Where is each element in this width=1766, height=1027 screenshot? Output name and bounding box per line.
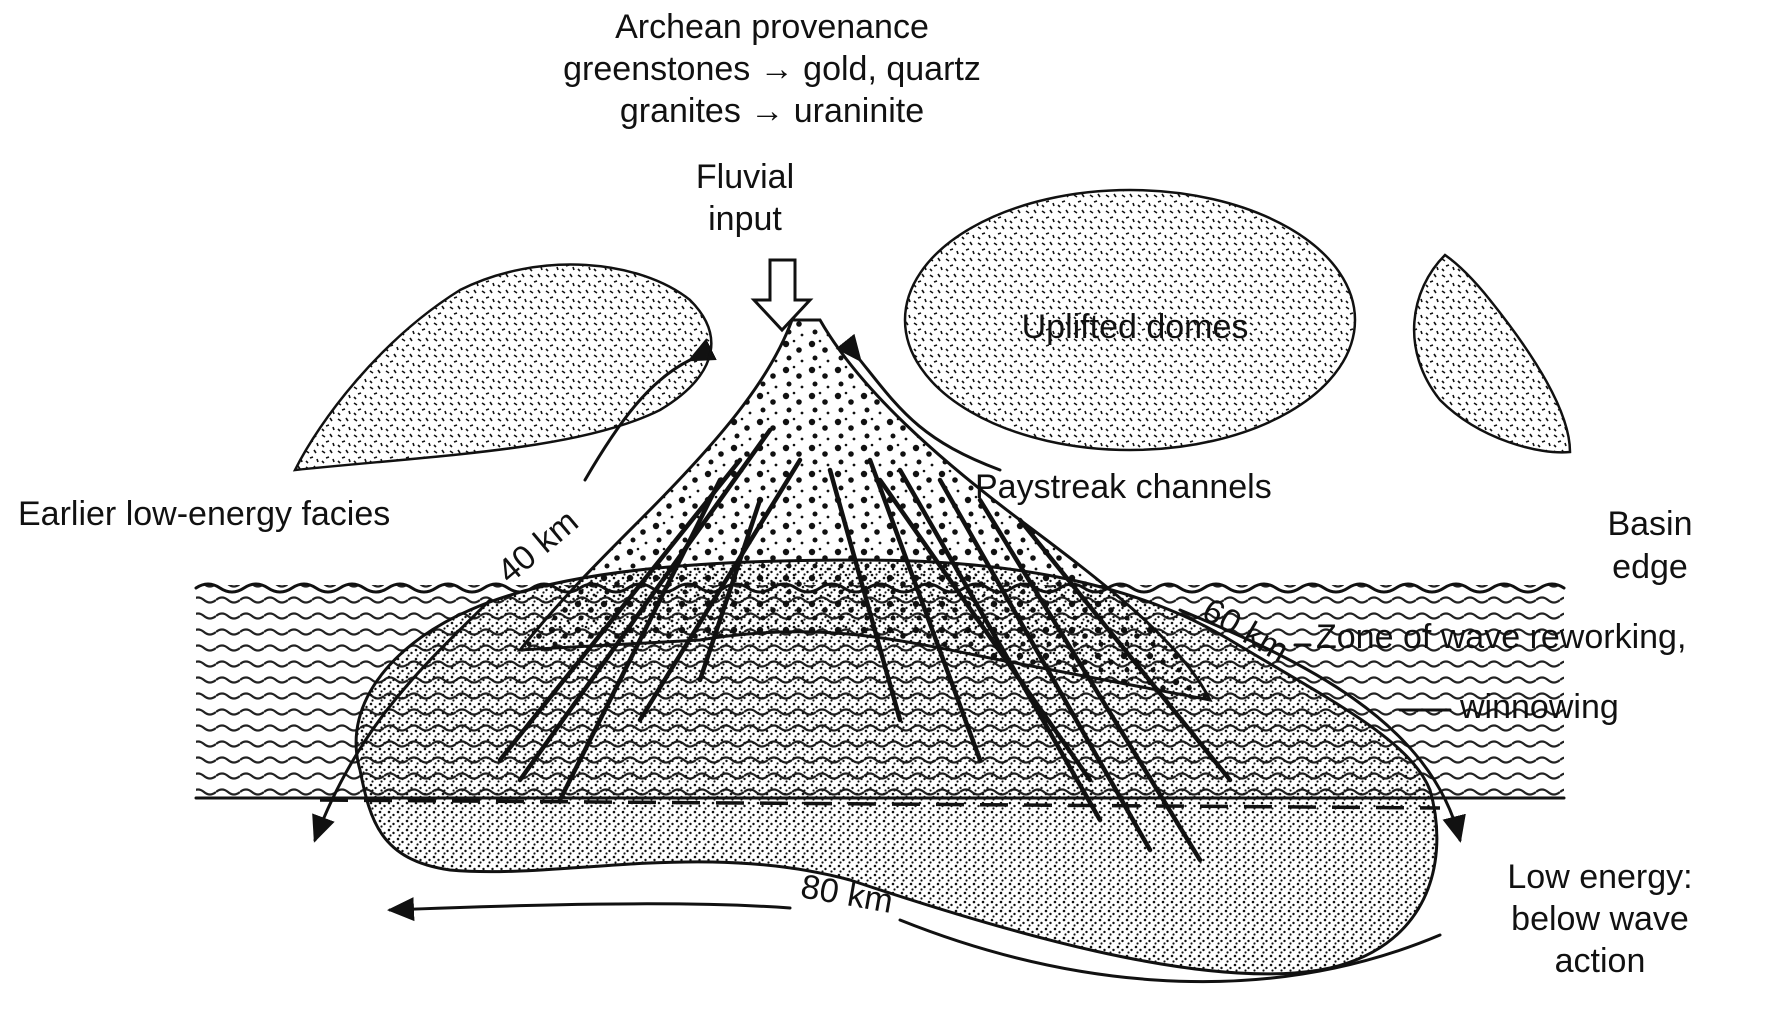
provenance-line-2: granites → uraninite: [620, 92, 924, 130]
fluvial-label-line-2: input: [708, 200, 782, 238]
fluvial-label-line-1: Fluvial: [696, 158, 794, 196]
earlier-facies-label: Earlier low-energy facies: [18, 495, 390, 533]
right-uplift: [1414, 255, 1570, 452]
provenance-title: Archean provenance: [615, 8, 929, 46]
low-energy-line-1: Low energy:: [1507, 858, 1692, 896]
wave-zone-line-2: winnowing: [1459, 688, 1619, 726]
wave-zone-line-1: Zone of wave reworking,: [1316, 618, 1686, 656]
distance-40km: 40 km: [490, 502, 585, 591]
paystreak-label: Paystreak channels: [975, 468, 1272, 506]
provenance-line-1: greenstones → gold, quartz: [563, 50, 981, 88]
arrow-80km-left: [390, 904, 790, 910]
basin-edge-line-1: Basin: [1607, 505, 1692, 543]
uplifted-domes-label: Uplifted domes: [1022, 308, 1249, 346]
left-uplift: [295, 265, 711, 470]
basin-edge-line-2: edge: [1612, 548, 1688, 586]
low-energy-line-2: below wave: [1511, 900, 1689, 938]
low-energy-line-3: action: [1555, 942, 1646, 980]
